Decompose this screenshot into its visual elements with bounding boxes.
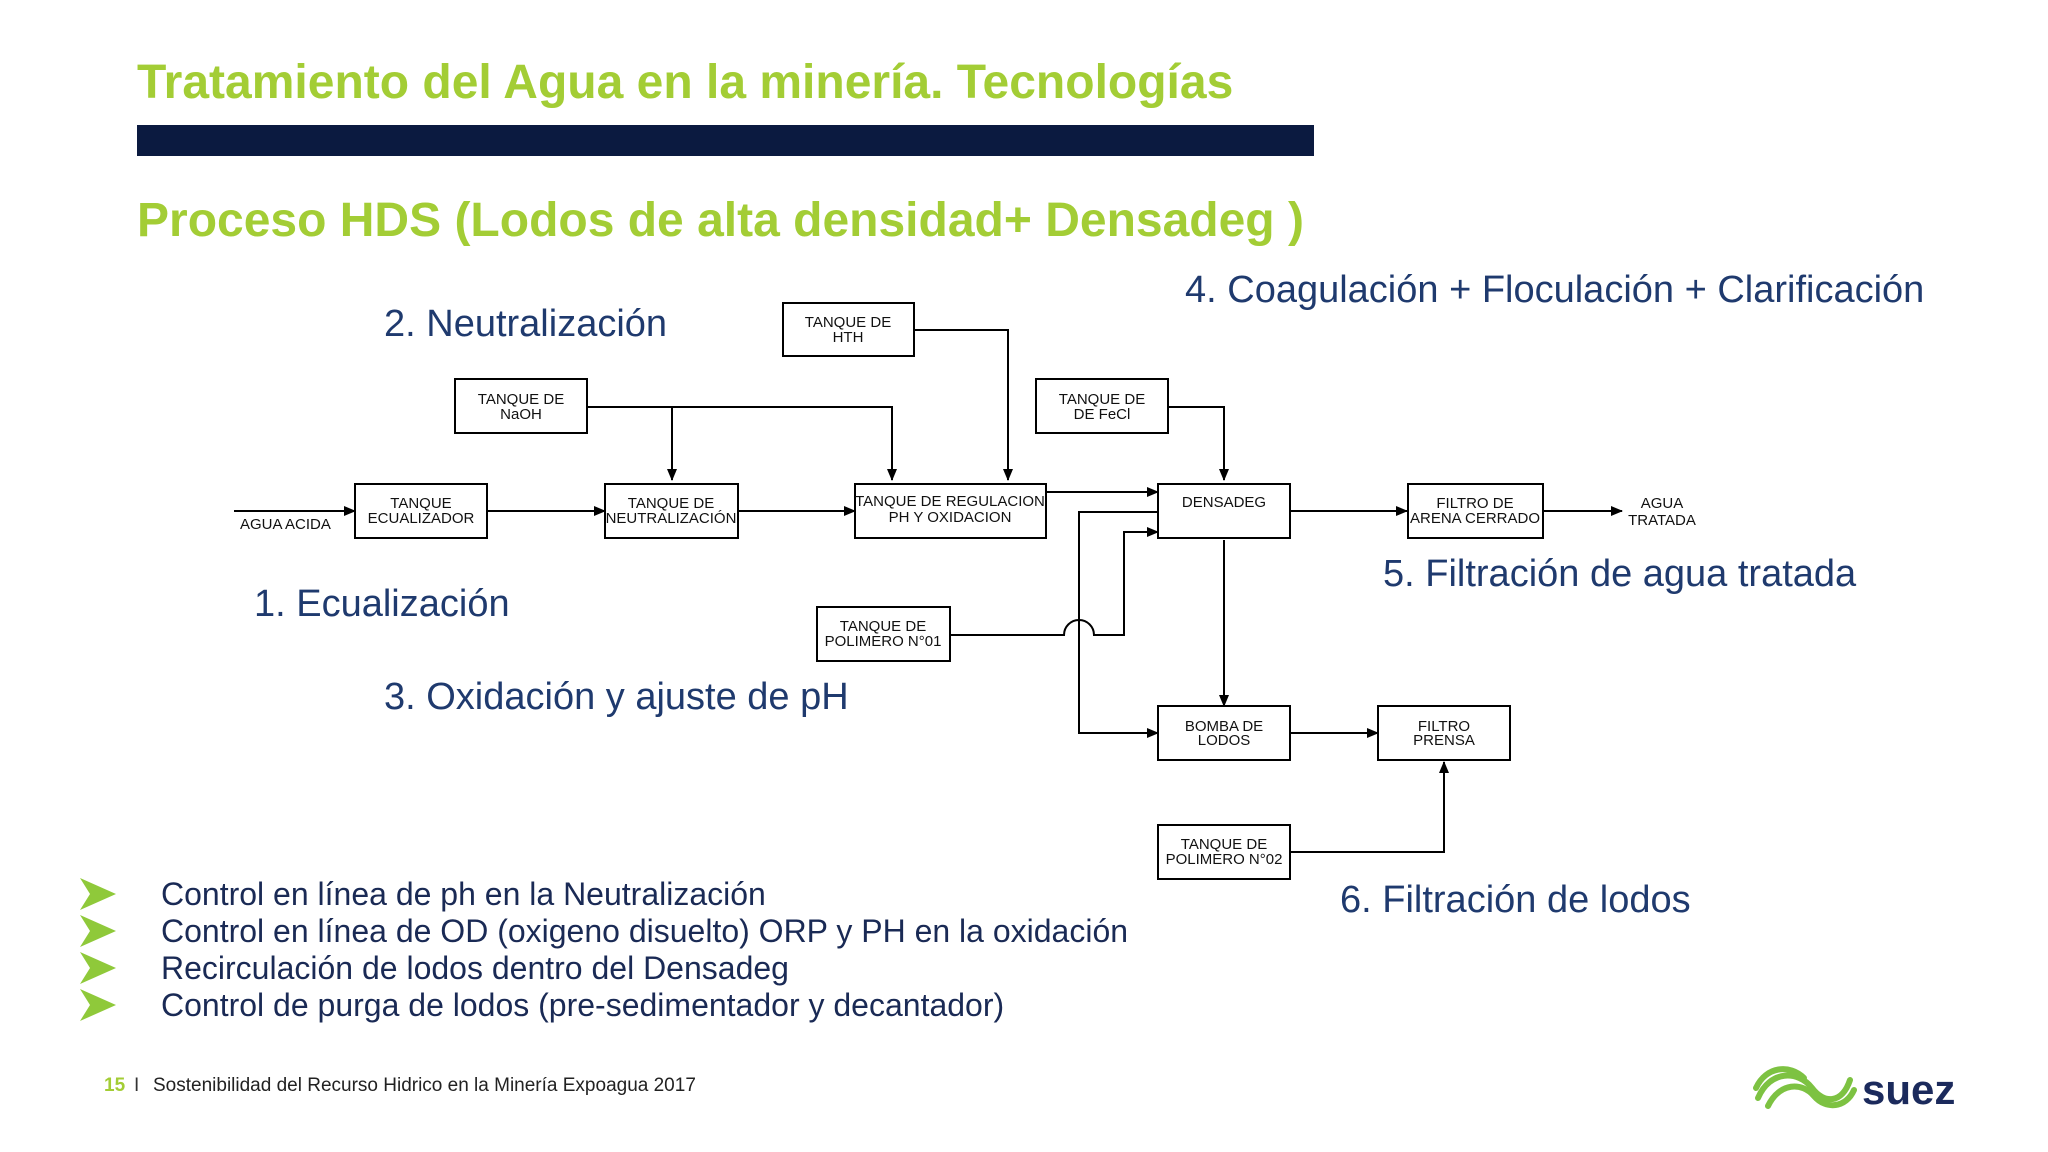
box-tanque-fecl: TANQUE DE DE FeCl — [1035, 378, 1169, 434]
svg-text:FILTRO: FILTRO — [1418, 718, 1470, 735]
step-coagulacion: 4. Coagulación + Floculación + Clarifica… — [1185, 269, 1925, 311]
flow-naoh-to-regulacion — [587, 406, 897, 481]
arrow-bullet-icon — [80, 878, 116, 910]
flow-fecl-to-densadeg — [1168, 406, 1229, 481]
slide-title: Tratamiento del Agua en la minería. Tecn… — [137, 56, 1234, 109]
footer-separator: I — [134, 1075, 140, 1096]
svg-text:NaOH: NaOH — [500, 406, 542, 423]
flow-polimero02-to-filtro-prensa — [1290, 761, 1449, 853]
svg-text:suez: suez — [1862, 1066, 1955, 1113]
flow-hth-to-regulacion — [914, 329, 1013, 481]
box-tanque-regulacion: TANQUE DE REGULACION PH Y OXIDACION — [854, 483, 1047, 539]
box-filtro-prensa: FILTRO PRENSA — [1377, 705, 1511, 761]
svg-text:TANQUE DE: TANQUE DE — [1181, 836, 1267, 853]
suez-logo: suez — [1753, 1066, 1955, 1113]
svg-text:ARENA CERRADO: ARENA CERRADO — [1410, 510, 1540, 527]
svg-text:FILTRO DE: FILTRO DE — [1436, 495, 1513, 512]
footer-text: Sostenibilidad del Recurso Hidrico en la… — [153, 1075, 696, 1096]
svg-text:NEUTRALIZACIÓN: NEUTRALIZACIÓN — [606, 510, 737, 527]
svg-text:LODOS: LODOS — [1198, 732, 1251, 749]
slide-subtitle: Proceso HDS (Lodos de alta densidad+ Den… — [137, 194, 1304, 247]
step-oxidacion: 3. Oxidación y ajuste de pH — [384, 676, 849, 718]
svg-text:TANQUE DE: TANQUE DE — [840, 618, 926, 635]
box-bomba-lodos: BOMBA DE LODOS — [1157, 705, 1291, 761]
box-tanque-polimero-02: TANQUE DE POLIMERO N°02 — [1157, 824, 1291, 880]
svg-text:POLIMERO N°01: POLIMERO N°01 — [825, 633, 942, 650]
svg-text:ECUALIZADOR: ECUALIZADOR — [368, 510, 475, 527]
box-tanque-naoh: TANQUE DE NaOH — [454, 378, 588, 434]
box-tanque-neutralizacion: TANQUE DE NEUTRALIZACIÓN — [604, 483, 739, 539]
box-tanque-polimero-01: TANQUE DE POLIMERO N°01 — [816, 606, 951, 662]
step-filtracion-agua: 5. Filtración de agua tratada — [1383, 553, 1857, 595]
flow-polimero01-to-densadeg — [950, 527, 1159, 636]
page-number: 15 — [104, 1075, 126, 1096]
arrow-bullet-icon — [80, 989, 116, 1021]
svg-text:HTH: HTH — [833, 329, 864, 346]
flow-lodos-recirculation — [1078, 511, 1159, 738]
svg-text:BOMBA DE: BOMBA DE — [1185, 718, 1263, 735]
arrow-bullet-icon — [80, 952, 116, 984]
svg-text:DE FeCl: DE FeCl — [1074, 406, 1131, 423]
svg-text:DENSADEG: DENSADEG — [1182, 494, 1266, 511]
svg-text:POLIMERO N°02: POLIMERO N°02 — [1166, 851, 1283, 868]
svg-text:TANQUE DE: TANQUE DE — [805, 314, 891, 331]
svg-text:TANQUE DE: TANQUE DE — [478, 391, 564, 408]
svg-text:PRENSA: PRENSA — [1413, 732, 1475, 749]
svg-text:TANQUE DE: TANQUE DE — [1059, 391, 1145, 408]
svg-text:TANQUE DE: TANQUE DE — [628, 495, 714, 512]
box-tanque-hth: TANQUE DE HTH — [782, 302, 915, 357]
box-densadeg: DENSADEG — [1157, 483, 1291, 539]
arrow-bullet-icon — [80, 915, 116, 947]
svg-text:TANQUE DE REGULACION: TANQUE DE REGULACION — [855, 493, 1045, 510]
step-ecualizacion: 1. Ecualización — [254, 583, 510, 625]
label-agua-tratada-1: AGUA — [1641, 495, 1684, 512]
svg-text:TANQUE: TANQUE — [390, 495, 451, 512]
title-underline-bar — [137, 125, 1314, 156]
svg-text:PH Y OXIDACION: PH Y OXIDACION — [889, 509, 1012, 526]
box-filtro-arena: FILTRO DE ARENA CERRADO — [1407, 483, 1544, 539]
label-agua-tratada-2: TRATADA — [1628, 512, 1696, 529]
box-tanque-ecualizador: TANQUE ECUALIZADOR — [354, 483, 488, 539]
step-neutralizacion: 2. Neutralización — [384, 303, 668, 345]
step-filtracion-lodos: 6. Filtración de lodos — [1340, 879, 1691, 921]
label-agua-acida: AGUA ACIDA — [240, 516, 331, 533]
